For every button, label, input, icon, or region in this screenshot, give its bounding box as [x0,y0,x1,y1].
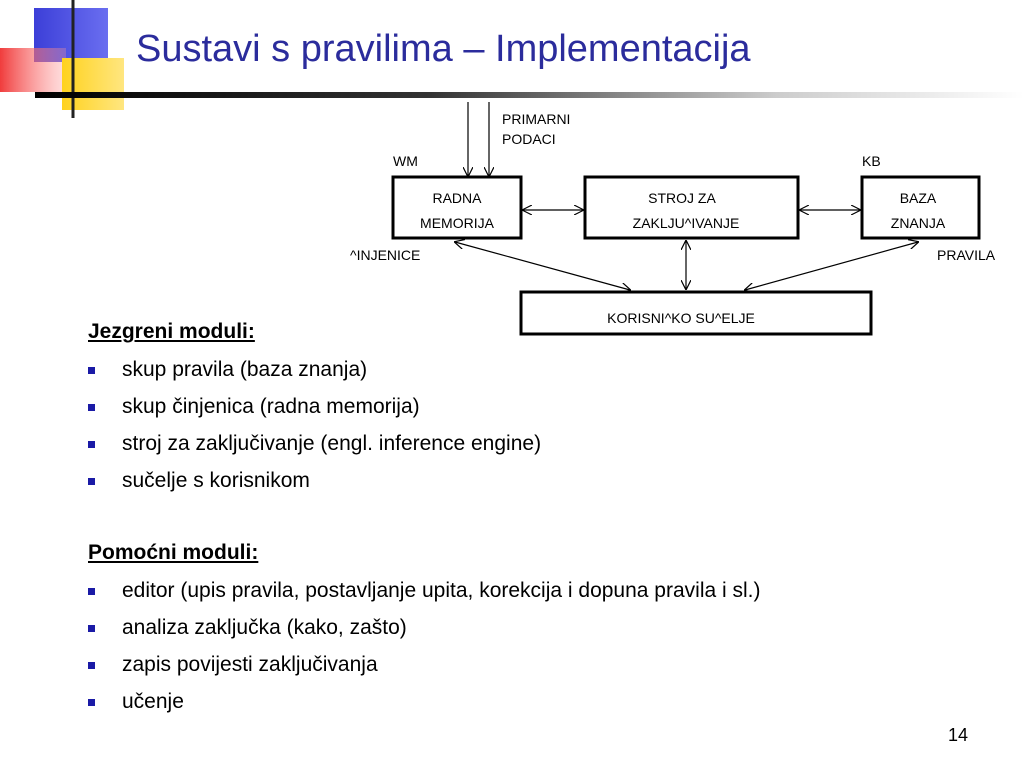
label-kb: KB [862,153,881,169]
box-knowledge-base-line2: ZNANJA [891,215,946,231]
label-primary-data-line2: PODACI [502,131,556,147]
box-working-memory [391,175,523,240]
list-item-text: zapis povijesti zaključivanja [122,653,378,676]
box-inference-engine-line2: ZAKLJU^IVANJE [633,215,740,231]
list-item-text: skup pravila (baza znanja) [122,358,368,381]
list-item: zapis povijesti zaključivanja [86,651,761,688]
box-user-interface-label: KORISNI^KO SU^ELJE [607,310,755,326]
list-item-text: sučelje s korisnikom [122,469,310,492]
list-item-text: editor (upis pravila, postavljanje upita… [122,579,761,602]
box-knowledge-base-line1: BAZA [900,190,937,206]
list-item: stroj za zaključivanje (engl. inference … [86,430,541,467]
arrow-knowledge-interface [745,242,918,290]
architecture-diagram: PRIMARNI PODACI WM KB RADNA MEMORIJA STR… [350,102,996,336]
bullet-square-icon [88,441,95,448]
bullet-square-icon [88,625,95,632]
bullet-square-icon [88,662,95,669]
box-working-memory-line1: RADNA [432,190,482,206]
bullet-square-icon [88,367,95,374]
arrow-memory-interface [455,242,630,290]
list-item: učenje [86,688,761,725]
aux-modules-heading: Pomoćni moduli: [88,541,259,564]
box-working-memory-line2: MEMORIJA [420,215,495,231]
list-item: skup pravila (baza znanja) [86,356,541,393]
list-item-text: stroj za zaključivanje (engl. inference … [122,432,542,455]
label-primary-data-line1: PRIMARNI [502,111,570,127]
box-inference-engine-line1: STROJ ZA [648,190,716,206]
page-number: 14 [948,725,969,745]
box-knowledge-base [860,175,981,240]
core-modules-heading: Jezgreni moduli: [88,320,255,343]
box-user-interface [519,290,873,336]
bullet-square-icon [88,478,95,485]
slide-logo-decoration [0,0,124,118]
list-item: sučelje s korisnikom [86,467,541,504]
list-item-text: skup činjenica (radna memorija) [122,395,420,418]
core-modules-list: skup pravila (baza znanja) skup činjenic… [86,356,541,504]
label-facts: ^INJENICE [350,247,420,263]
list-item-text: analiza zaključka (kako, zašto) [122,616,407,639]
box-inference-engine [583,175,800,240]
list-item: analiza zaključka (kako, zašto) [86,614,761,651]
aux-modules-list: editor (upis pravila, postavljanje upita… [86,577,761,725]
bullet-square-icon [88,699,95,706]
title-underline-rule [35,92,1024,98]
list-item: skup činjenica (radna memorija) [86,393,541,430]
bullet-square-icon [88,404,95,411]
list-item-text: učenje [122,690,184,713]
slide-title: Sustavi s pravilima – Implementacija [136,28,751,70]
label-rules: PRAVILA [937,247,996,263]
label-wm: WM [393,153,418,169]
bullet-square-icon [88,588,95,595]
list-item: editor (upis pravila, postavljanje upita… [86,577,761,614]
